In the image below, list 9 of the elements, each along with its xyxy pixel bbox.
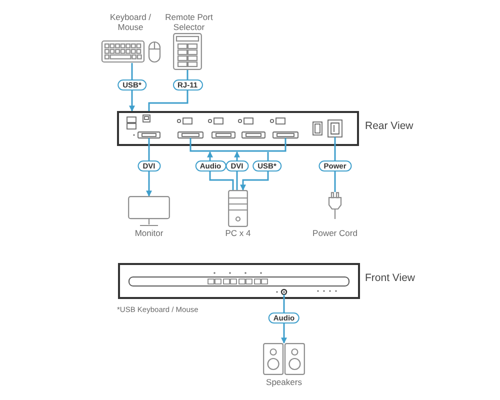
device-label: Speakers [265,377,303,387]
view-label: Front View [365,272,416,284]
view-label: Rear View [365,120,414,132]
device-label: Monitor [134,228,164,238]
device-label: Keyboard / Mouse [108,12,152,32]
device-label: Power Cord [312,228,358,238]
device-label: Remote Port Selector [164,12,214,32]
device-label: PC x 4 [224,228,252,238]
arrow [146,152,152,197]
